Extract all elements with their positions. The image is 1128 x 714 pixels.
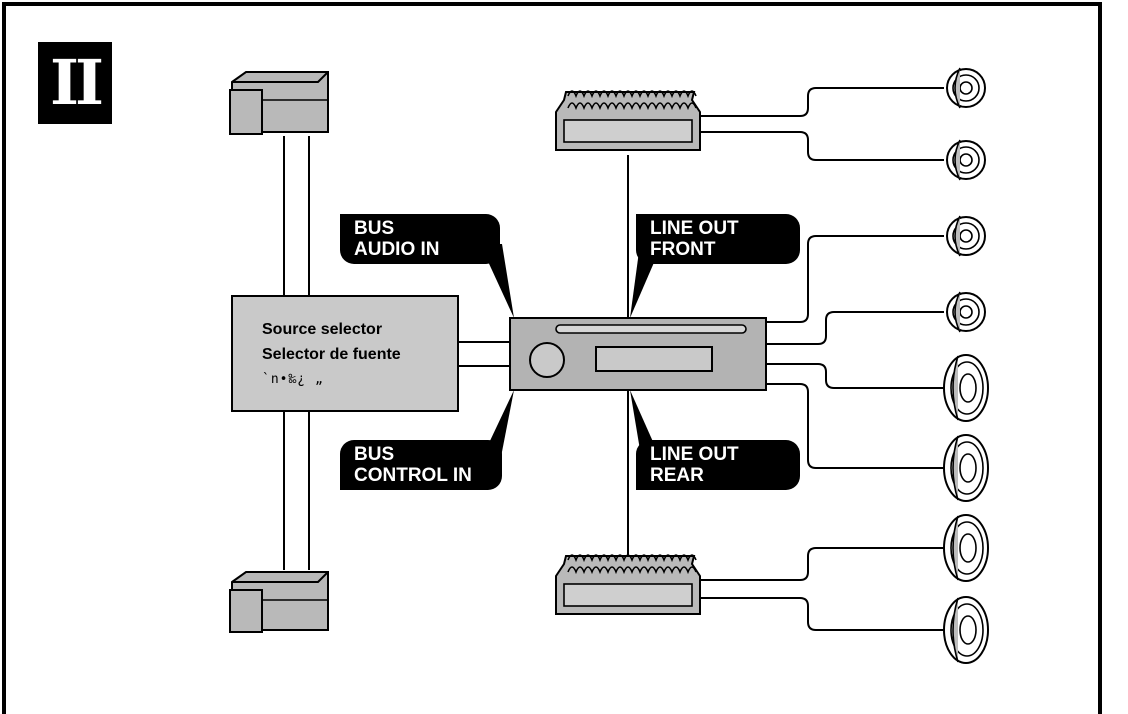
tweeter-icon (946, 139, 986, 181)
callout-line: LINE OUT (650, 218, 739, 239)
callout-line: AUDIO IN (354, 239, 440, 260)
speaker-icon (943, 514, 989, 582)
speaker-icon (943, 354, 989, 422)
tweeter-icon (946, 67, 986, 109)
speaker-icon (943, 434, 989, 502)
cd-changer-top (229, 71, 329, 135)
callout-line: REAR (650, 465, 704, 486)
callout-line: BUS (354, 218, 395, 239)
source-selector-label: Source selector Selector de fuente `n•‰¿… (262, 317, 401, 392)
callout-line-out-rear: LINE OUT REAR (636, 440, 800, 490)
callout-bus-audio-in: BUS AUDIO IN (340, 214, 500, 264)
speaker-wires (700, 87, 944, 631)
callout-line: BUS (354, 444, 395, 465)
tweeter-icon (946, 291, 986, 333)
changer-cables (283, 136, 310, 570)
amplifier-rear (555, 554, 701, 615)
source-selector-box (231, 295, 459, 412)
figure-number: II (38, 42, 112, 124)
callout-bus-control-in: BUS CONTROL IN (340, 440, 502, 490)
cd-changer-bottom (229, 571, 329, 633)
head-unit (509, 317, 767, 391)
amplifier-front (555, 90, 701, 151)
callout-line-out-front: LINE OUT FRONT (636, 214, 800, 264)
speaker-icon (943, 596, 989, 664)
source-selector-label-en: Source selector (262, 321, 383, 338)
tweeter-icon (946, 215, 986, 257)
source-selector-label-alt: `n•‰¿ „ (262, 372, 324, 387)
callout-line: FRONT (650, 239, 716, 260)
figure-frame (2, 2, 1102, 714)
callout-line: LINE OUT (650, 444, 739, 465)
callout-line: CONTROL IN (354, 465, 472, 486)
source-selector-label-es: Selector de fuente (262, 346, 401, 363)
